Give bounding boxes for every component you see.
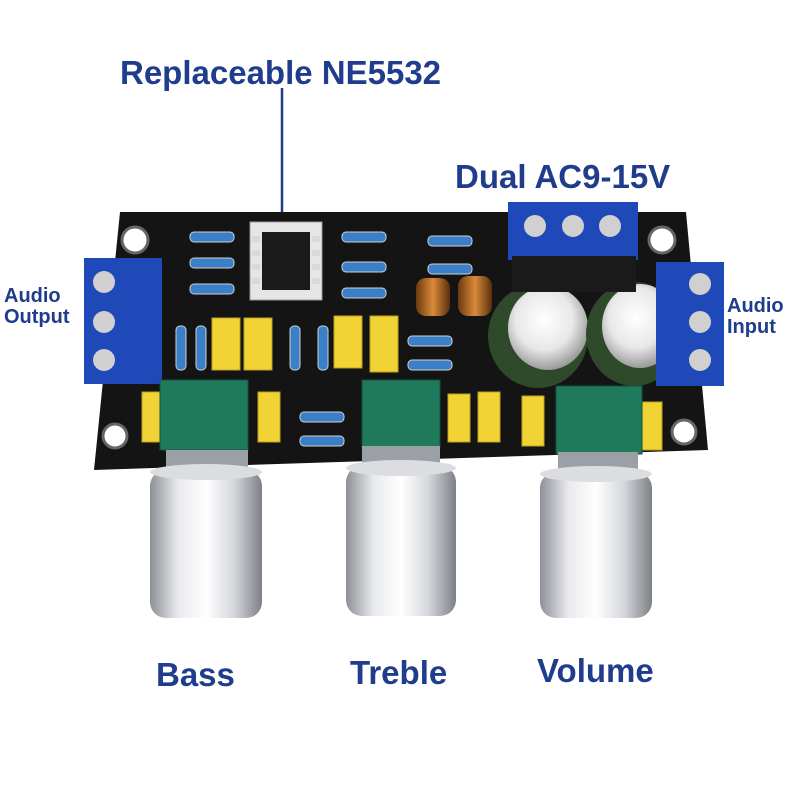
mounting-hole bbox=[101, 422, 129, 450]
power-terminal-block bbox=[508, 202, 638, 292]
audio-output-label-line1: Audio bbox=[4, 285, 61, 307]
audio-input-label: Audio Input bbox=[727, 296, 784, 338]
treble-knob bbox=[346, 446, 456, 616]
audio-output-label: Audio Output bbox=[4, 286, 70, 328]
resistors bbox=[175, 231, 473, 447]
potentiometers bbox=[159, 379, 643, 455]
treble-label: Treble bbox=[350, 654, 448, 691]
mounting-hole bbox=[670, 418, 698, 446]
audio-input-label-line2: Input bbox=[727, 316, 776, 338]
audio-input-label-line1: Audio bbox=[727, 295, 784, 317]
volume-knob bbox=[540, 452, 652, 618]
chip-label: Replaceable NE5532 bbox=[120, 54, 442, 91]
audio-output-label-line2: Output bbox=[4, 306, 70, 328]
bass-label: Bass bbox=[156, 656, 235, 693]
ne5532-chip bbox=[249, 221, 323, 301]
bass-knob bbox=[150, 450, 262, 618]
film-capacitors bbox=[141, 315, 663, 451]
power-label: Dual AC9-15V bbox=[455, 158, 671, 195]
mounting-hole bbox=[120, 225, 150, 255]
mounting-hole bbox=[647, 225, 677, 255]
output-terminal-block bbox=[84, 258, 162, 384]
volume-label: Volume bbox=[537, 652, 654, 689]
small-capacitors bbox=[416, 276, 492, 316]
input-terminal-block bbox=[656, 262, 724, 386]
